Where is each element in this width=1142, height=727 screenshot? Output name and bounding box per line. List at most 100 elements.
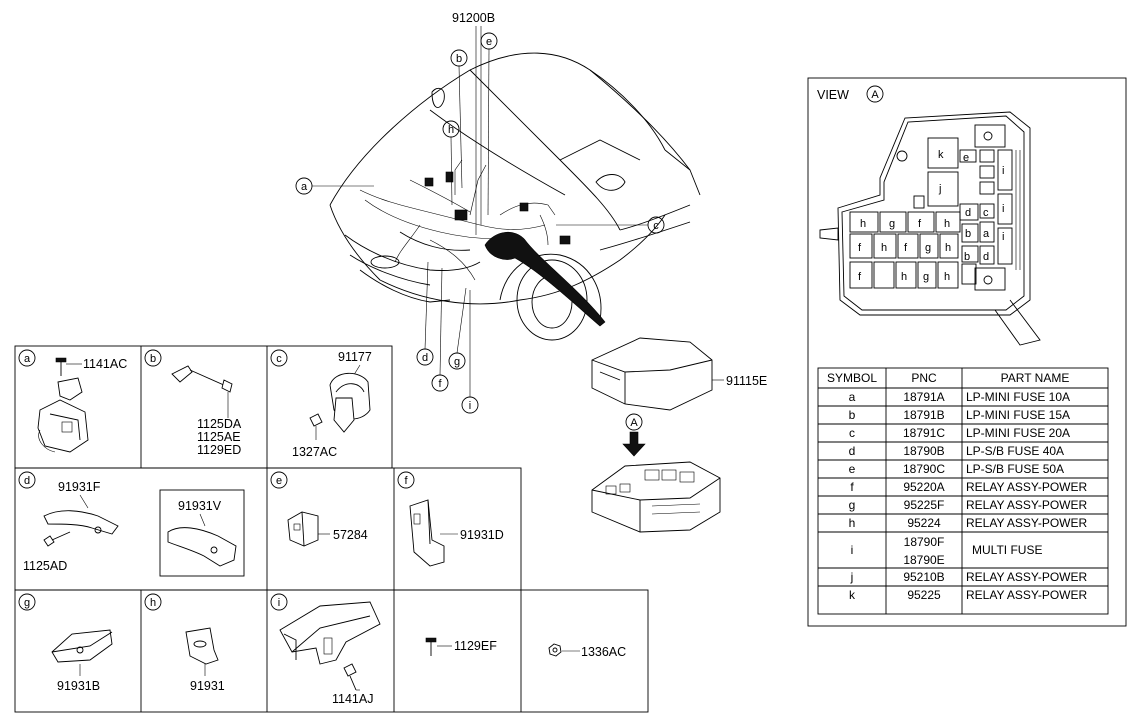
view-label-i-3: i [1002,231,1004,243]
view-marker-A: A [630,417,638,429]
table-cell-symbol: a [849,390,856,404]
view-label-h-1: h [860,218,866,230]
part-number-1336AC: 1336AC [581,645,626,659]
table-cell-pnc: 18790B [903,444,944,458]
view-label-i-2: i [1002,203,1004,215]
panel-a-letter: a [24,353,31,365]
table-cell-symbol: b [849,408,856,422]
panel-1336AC: 1336AC [548,643,626,659]
part-number-1125AE: 1125AE [197,430,241,444]
callout-f: f [438,378,442,390]
panel-b-letter: b [150,353,156,365]
table-cell-pnc: 95220A [903,480,944,494]
callout-c: c [653,220,659,232]
part-number-1141AJ: 1141AJ [332,692,373,706]
part-number-91931B: 91931B [57,679,100,693]
table-cell-symbol: h [849,516,856,530]
part-number-91931V: 91931V [178,499,222,513]
table-cell-part-name: RELAY ASSY-POWER [966,516,1087,530]
callout-g: g [454,356,460,368]
table-cell-pnc: 18790E [903,553,944,567]
part-number-57284: 57284 [333,528,368,542]
view-label-i-1: i [1002,165,1004,177]
detail-panels-grid [14,345,649,713]
view-label-h-4: h [945,242,951,254]
view-title: VIEW [817,88,849,102]
view-label-d-2: d [983,251,989,263]
view-label-c: c [983,207,989,219]
callout-d: d [422,352,428,364]
view-label-g-3: g [923,271,929,283]
table-header-pnc: PNC [911,371,937,385]
part-number-1125DA: 1125DA [197,417,242,431]
callout-a: a [301,181,308,193]
table-cell-part-name: RELAY ASSY-POWER [966,570,1087,584]
table-cell-symbol: f [850,480,854,494]
view-label-e: e [963,152,969,164]
table-cell-part-name: RELAY ASSY-POWER [966,498,1087,512]
table-cell-pnc: 18790C [903,462,945,476]
panel-a: a 1141AC [18,349,127,453]
table-cell-pnc: 18791A [903,390,944,404]
panel-f: f 91931D [397,471,504,567]
table-cell-symbol: d [849,444,856,458]
view-label-f-3: f [904,242,908,254]
table-cell-pnc: 95225 [907,588,941,602]
view-label-b-1: b [965,228,971,240]
part-number-91931: 91931 [190,679,225,693]
callout-h: h [448,124,454,136]
callout-i: i [469,400,471,412]
view-label-h-5: h [901,271,907,283]
view-label-g-2: g [925,242,931,254]
table-rows: a 18791A LP-MINI FUSE 10A b 18791B LP-MINI FU… [818,387,1108,602]
panel-i-letter: i [278,597,280,609]
table-cell-part-name: RELAY ASSY-POWER [966,588,1087,602]
table-cell-part-name: LP-S/B FUSE 40A [966,444,1064,458]
view-label-h-2: h [944,218,950,230]
panel-e: e 57284 [270,471,368,547]
table-cell-pnc: 18790F [904,535,945,549]
view-label-k: k [938,149,944,161]
table-cell-pnc: 95225F [904,498,945,512]
panel-d: d 91931F 1125AD 91931V [18,471,245,577]
part-number-91931F: 91931F [58,480,101,494]
view-label-h-3: h [881,242,887,254]
part-number-1327AC: 1327AC [292,445,337,459]
callout-b: b [456,53,462,65]
table-cell-part-name: RELAY ASSY-POWER [966,480,1087,494]
table-cell-part-name: LP-MINI FUSE 15A [966,408,1070,422]
table-cell-part-name: LP-MINI FUSE 20A [966,426,1070,440]
panel-c-letter: c [276,353,282,365]
panel-g: g 91931B [18,593,113,693]
table-cell-symbol: g [849,498,856,512]
panel-b: b 1125DA 1125AE 1129ED [144,349,242,457]
view-label-a: a [983,228,990,240]
table-header-part-name: PART NAME [1001,371,1070,385]
panel-f-letter: f [404,475,408,487]
main-callouts: 91200B b e h a c d f g i [295,11,665,414]
table-cell-symbol: e [849,462,856,476]
car-illustration [329,52,701,341]
view-label-f-2: f [858,242,862,254]
panel-g-letter: g [24,597,30,609]
table-cell-pnc: 18791B [903,408,944,422]
table-cell-symbol: c [849,426,855,440]
panel-c: c 91177 1327AC [270,349,372,459]
part-number-1141AC: 1141AC [83,357,127,371]
table-cell-part-name: LP-S/B FUSE 50A [966,462,1064,476]
panel-h: h 91931 [144,593,225,693]
table-cell-part-name: MULTI FUSE [972,543,1042,557]
part-number-1129EF: 1129EF [454,639,497,653]
view-label-g-1: g [889,218,895,230]
table-cell-symbol: k [849,588,856,602]
view-label-d-1: d [965,207,971,219]
part-number-91931D: 91931D [460,528,504,542]
table-cell-pnc: 18791C [903,426,945,440]
panel-1129EF: 1129EF [425,637,497,656]
table-cell-part-name: LP-MINI FUSE 10A [966,390,1070,404]
panel-d-letter: d [24,475,30,487]
view-marker: A [871,89,879,101]
panel-i: i 1141AJ [270,593,381,706]
view-label-h-6: h [944,271,950,283]
